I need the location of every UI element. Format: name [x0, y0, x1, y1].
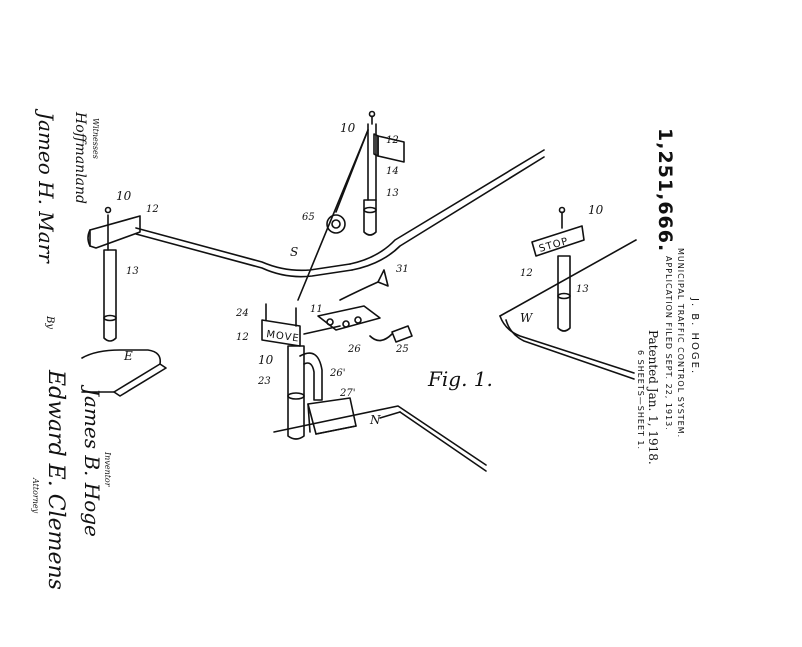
ref-25: 25 [395, 344, 409, 355]
ref-12-front: 12 [236, 332, 249, 343]
ref-23: 23 [257, 376, 271, 387]
ref-13-back: 13 [386, 188, 399, 199]
ref-12-back: 12 [386, 135, 399, 146]
figure-label: Fig. 1. [427, 367, 493, 391]
ref-12-right: 12 [520, 268, 533, 279]
ref-27: 27' [339, 388, 355, 399]
ref-13-left: 13 [126, 266, 139, 277]
ref-10-back: 10 [340, 121, 356, 135]
ref-13-right: 13 [576, 284, 589, 295]
corner-letter-e: E [123, 349, 133, 363]
ref-26: 26 [347, 344, 361, 355]
ref-14-back: 14 [386, 166, 399, 177]
corner-letter-n: N [369, 413, 381, 427]
corner-letter-w: W [520, 311, 534, 325]
ref-26-prime: 26' [329, 368, 345, 379]
move-sign-text: MOVE [266, 329, 301, 345]
ref-11: 11 [310, 304, 323, 315]
street-curbs [81, 149, 637, 472]
back-signal-pole [297, 110, 405, 301]
ref-10-right: 10 [588, 203, 604, 217]
corner-letter-s: S [290, 245, 298, 259]
ref-10-front: 10 [258, 353, 274, 367]
ref-31: 31 [396, 264, 409, 275]
control-box [303, 269, 413, 343]
right-signal-pole [531, 206, 585, 332]
ref-65: 65 [302, 212, 315, 223]
ref-12-left: 12 [146, 204, 159, 215]
front-signal-pole [261, 303, 357, 440]
left-signal-pole [87, 206, 141, 342]
ref-10-left: 10 [116, 189, 132, 203]
ref-24: 24 [235, 308, 249, 319]
